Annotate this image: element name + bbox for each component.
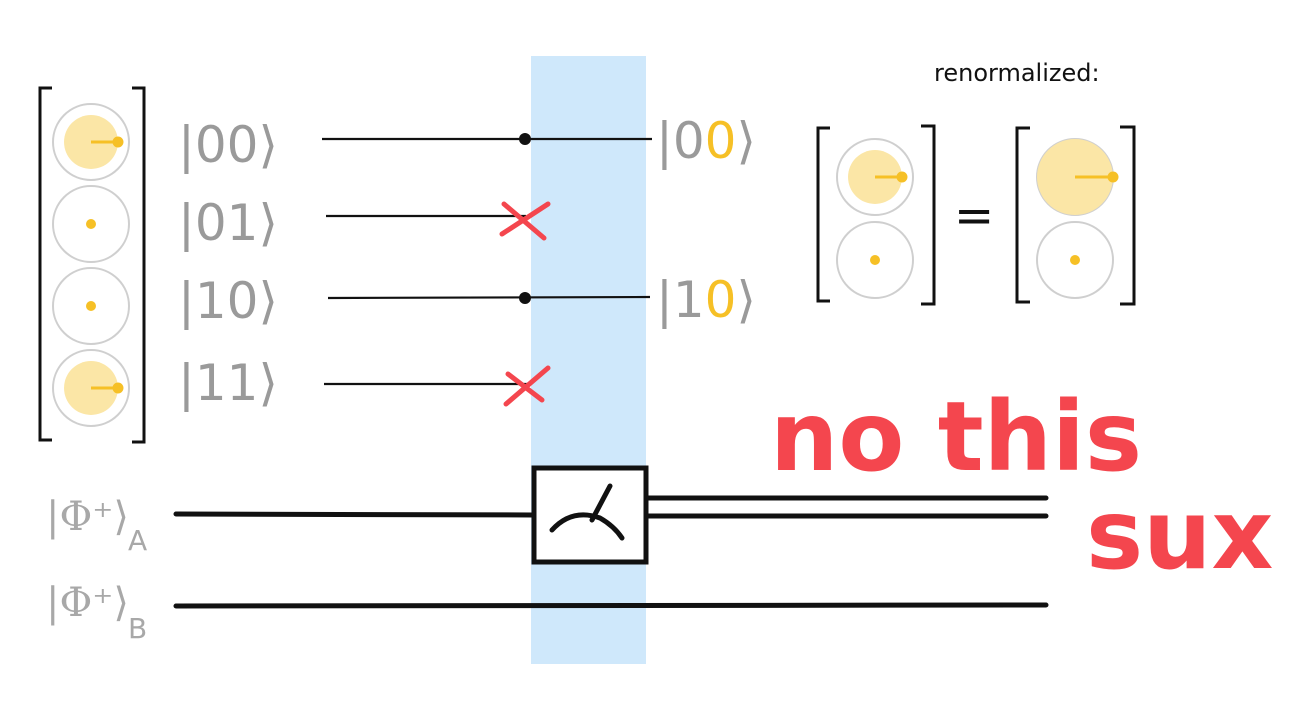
amp-10 xyxy=(52,267,130,345)
before-amp-1 xyxy=(836,221,914,299)
meter-needle-icon xyxy=(589,483,613,523)
right-kets: |00⟩ |10⟩ xyxy=(656,112,756,329)
ket-00-label: |00⟩ xyxy=(178,116,278,174)
before-amp-1-zero-dot xyxy=(870,255,880,265)
equals-sign: = xyxy=(954,188,994,244)
drop-cross-11 xyxy=(503,365,551,407)
ket-10-label: |10⟩ xyxy=(178,272,278,330)
ket-right-10-highlight: 0 xyxy=(705,271,737,329)
ket-01-label: |01⟩ xyxy=(178,194,278,252)
ket-right-00-prefix: |0 xyxy=(656,112,705,170)
before-vector-brackets xyxy=(816,124,936,306)
ket-right-10-prefix: |1 xyxy=(656,271,705,329)
amp-00 xyxy=(52,103,130,181)
amp-11 xyxy=(52,349,130,427)
ket-right-00-highlight: 0 xyxy=(705,112,737,170)
annotation-line-1: no this xyxy=(770,381,1142,493)
amp-01-zero-dot xyxy=(86,219,96,229)
measurement-gate xyxy=(531,465,649,565)
after-amp-1-zero-dot xyxy=(1070,255,1080,265)
after-vector-amplitudes xyxy=(1036,138,1119,299)
qubit-a-label: |Φ⁺⟩ xyxy=(46,494,129,540)
ket-right-10: |10⟩ xyxy=(656,271,756,329)
after-amp-0-phase-dot xyxy=(1107,171,1119,183)
amp-10-zero-dot xyxy=(86,301,96,311)
qubit-a-subscript: A xyxy=(128,524,147,557)
left-kets: |00⟩ |01⟩ |10⟩ |11⟩ xyxy=(178,116,278,412)
circuit-wires xyxy=(173,495,1049,609)
meter-arc-icon xyxy=(549,512,625,541)
wire-00-dot xyxy=(519,133,531,145)
before-vector-amplitudes xyxy=(836,138,914,299)
amp-00-phase-dot xyxy=(112,136,124,148)
ket-right-00-close: ⟩ xyxy=(736,112,756,170)
annotation-line-2: sux xyxy=(1086,479,1273,591)
before-amp-0 xyxy=(836,138,914,216)
wire-10-dot xyxy=(519,292,531,304)
highlight-band xyxy=(531,56,646,664)
wire-10 xyxy=(327,295,651,300)
qubit-a-wire xyxy=(173,511,536,518)
ket-right-10-close: ⟩ xyxy=(736,271,756,329)
qubit-b-subscript: B xyxy=(128,612,147,645)
qubit-b-label: |Φ⁺⟩ xyxy=(46,580,129,626)
basis-wires xyxy=(322,137,652,386)
amp-11-phase-dot xyxy=(112,382,124,394)
after-amp-0 xyxy=(1036,138,1119,216)
ket-right-00: |00⟩ xyxy=(656,112,756,170)
after-vector-brackets xyxy=(1015,125,1136,306)
after-amp-1 xyxy=(1036,221,1114,299)
qubit-b-wire xyxy=(173,602,1049,609)
amp-01 xyxy=(52,185,130,263)
drop-cross-01 xyxy=(499,201,551,241)
left-vector-brackets xyxy=(38,86,146,444)
before-amp-0-phase-dot xyxy=(896,171,908,183)
ket-11-label: |11⟩ xyxy=(178,354,278,412)
left-vector-amplitudes xyxy=(52,103,130,427)
renormalized-heading: renormalized: xyxy=(934,59,1100,87)
